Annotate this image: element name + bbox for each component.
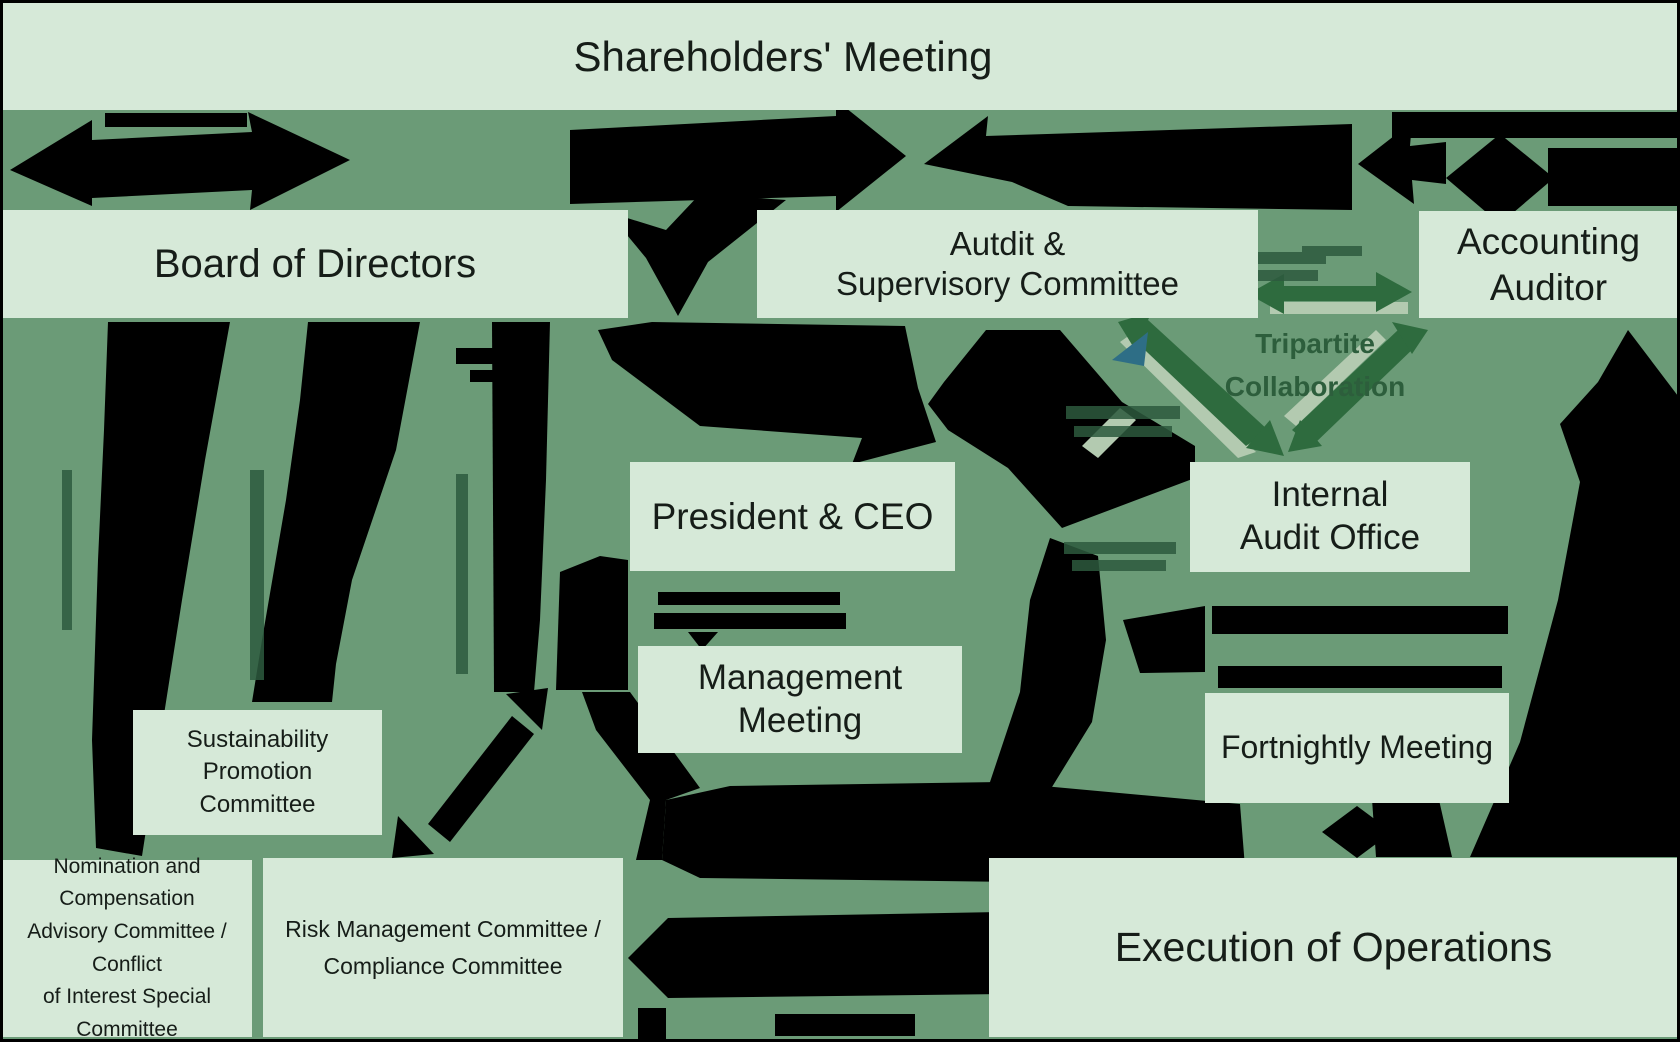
- president-ceo-label: President & CEO: [651, 495, 934, 537]
- arrow-fortnightly-to-execution: [1322, 806, 1392, 858]
- node-execution-of-operations: Execution of Operations: [989, 858, 1678, 1037]
- node-audit-supervisory-committee: Autdit & Supervisory Committee: [757, 210, 1258, 318]
- node-board-of-directors: Board of Directors: [2, 210, 628, 318]
- node-internal-audit-office: Internal Audit Office: [1190, 462, 1470, 572]
- board-of-directors-label: Board of Directors: [153, 241, 477, 286]
- tripartite-line1: Tripartite: [1255, 328, 1375, 359]
- audit-committee-line2: Supervisory Committee: [836, 265, 1179, 302]
- sustainability-line2: Committee: [199, 790, 316, 818]
- arrow-board-to-nomination-committee: [92, 322, 230, 856]
- tripartite-collaboration-arrows: [1082, 272, 1428, 458]
- node-president-ceo: President & CEO: [630, 462, 955, 571]
- fortnightly-meeting-label: Fortnightly Meeting: [1220, 729, 1494, 766]
- audit-committee-line1: Autdit &: [949, 224, 1066, 262]
- node-risk-compliance-committee: Risk Management Committee / Compliance C…: [263, 858, 623, 1037]
- accounting-auditor-line1: Accounting: [1456, 221, 1641, 263]
- risk-line2: Compliance Committee: [323, 952, 563, 979]
- arrow-shareholders-to-accounting-auditor: [1358, 112, 1678, 224]
- node-management-meeting: Management Meeting: [638, 646, 962, 753]
- node-sustainability-promotion-committee: Sustainability Promotion Committee: [133, 710, 382, 835]
- accounting-auditor-line2: Auditor: [1489, 266, 1608, 308]
- node-accounting-auditor: Accounting Auditor: [1419, 211, 1678, 318]
- arrow-shareholders-center: [570, 100, 906, 316]
- management-meeting-line1: Management: [697, 657, 903, 697]
- nomination-line1: Nomination and Compensation: [53, 854, 201, 911]
- label-president-to-management: [654, 592, 846, 650]
- label-internal-audit-to-fortnightly: [1123, 606, 1508, 688]
- risk-line1: Risk Management Committee /: [285, 915, 601, 942]
- tripartite-line2: Collaboration: [1224, 371, 1406, 403]
- shareholders-meeting-label: Shareholders' Meeting: [573, 32, 993, 80]
- arrow-board-to-sustainability-committee: [252, 322, 420, 702]
- arrow-audit-committee-to-president: [928, 330, 1195, 528]
- tripartite-collaboration-label: Tripartite Collaboration: [1165, 322, 1465, 409]
- internal-audit-office-line2: Audit Office: [1239, 518, 1421, 557]
- management-meeting-line2: Meeting: [737, 700, 863, 740]
- sustainability-line1: Sustainability Promotion: [186, 725, 329, 786]
- node-nomination-compensation-committee: Nomination and Compensation Advisory Com…: [2, 855, 252, 1041]
- nomination-line3: of Interest Special Committee: [42, 985, 212, 1041]
- arrow-board-to-risk-committee: [492, 322, 700, 860]
- execution-of-operations-label: Execution of Operations: [1114, 924, 1553, 971]
- nomination-line2: Advisory Committee / Conflict: [27, 919, 227, 976]
- internal-audit-office-line1: Internal: [1271, 475, 1389, 515]
- node-fortnightly-meeting: Fortnightly Meeting: [1205, 693, 1509, 803]
- arrow-shareholders-to-board: [10, 112, 350, 210]
- faint-annotation-marks: [62, 246, 1362, 680]
- arrow-risk-committee-diagonal: [392, 688, 548, 858]
- node-shareholders-meeting: Shareholders' Meeting: [2, 3, 1678, 110]
- arrow-president-to-execution: [940, 538, 1106, 858]
